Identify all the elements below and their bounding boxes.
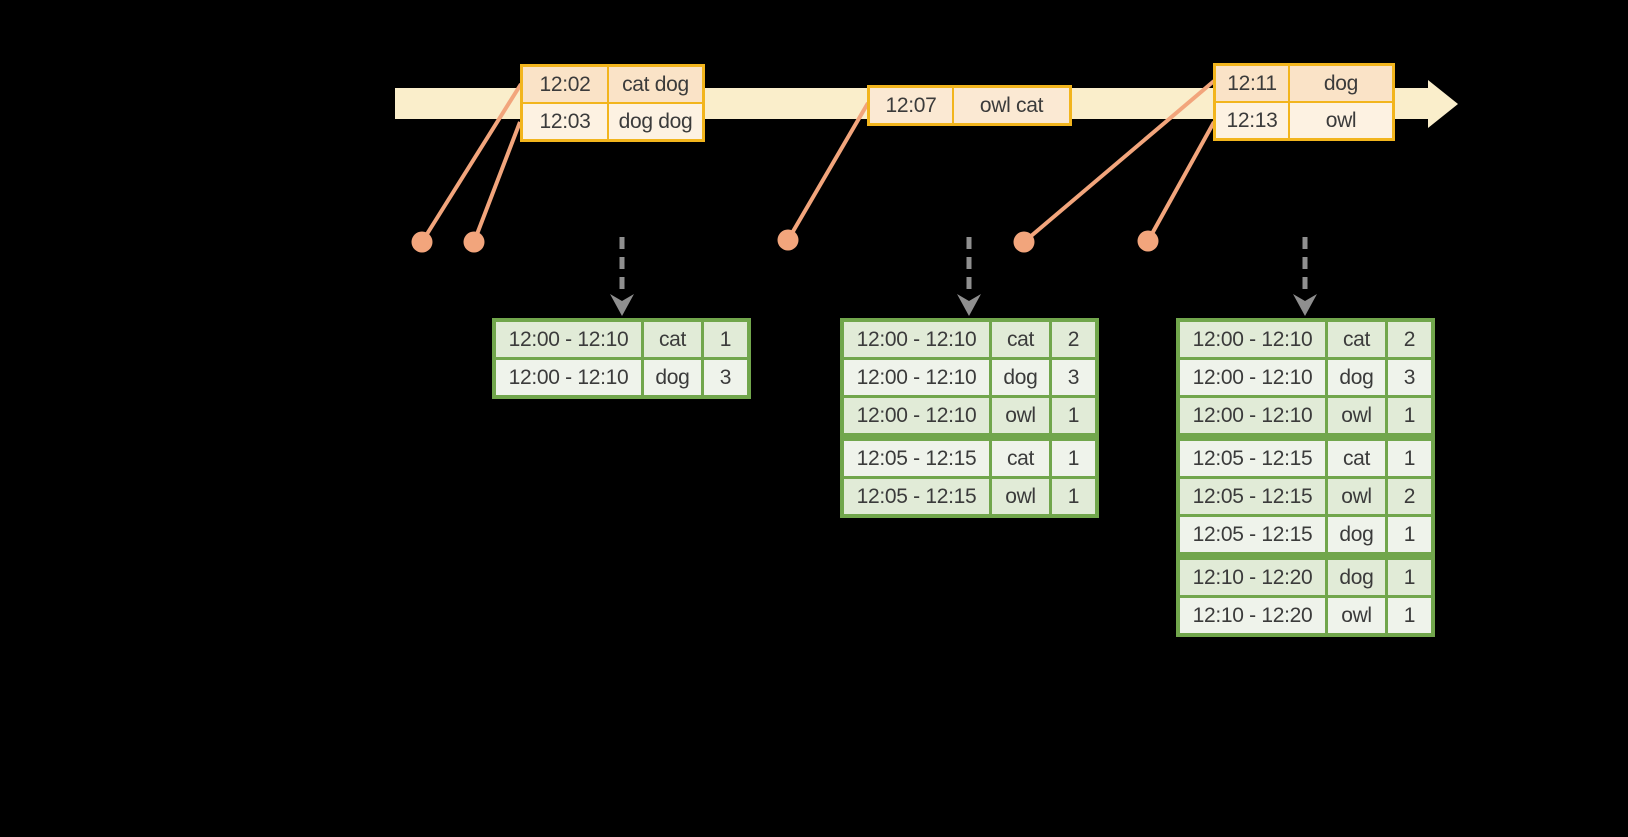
result-word-cell: cat (992, 441, 1049, 476)
event-dot (463, 231, 485, 253)
result-count-cell: 2 (1388, 322, 1431, 357)
result-word-cell: cat (644, 322, 701, 357)
timeline-arrowhead-icon (1428, 80, 1458, 128)
result-count-cell: 2 (1388, 479, 1431, 514)
event-words-cell: cat dog (609, 67, 702, 102)
result-word-cell: dog (1328, 360, 1385, 395)
event-dot (411, 231, 433, 253)
result-word-cell: dog (644, 360, 701, 395)
event-dot (1137, 230, 1159, 252)
connector-line (472, 121, 522, 243)
result-window-cell: 12:00 - 12:10 (1180, 360, 1325, 395)
result-window-cell: 12:00 - 12:10 (1180, 322, 1325, 357)
result-window-cell: 12:05 - 12:15 (844, 479, 989, 514)
trigger-arrowhead-icon (610, 294, 634, 316)
event-words-cell: owl cat (954, 88, 1069, 123)
connector-lines (420, 79, 1216, 244)
result-window-cell: 12:05 - 12:15 (1180, 441, 1325, 476)
result-window-cell: 12:00 - 12:10 (1180, 398, 1325, 433)
event-time-cell: 12:11 (1216, 66, 1288, 101)
result-window-cell: 12:00 - 12:10 (844, 322, 989, 357)
result-count-cell: 1 (1388, 560, 1431, 595)
result-count-cell: 2 (1052, 322, 1095, 357)
connector-line (1022, 79, 1216, 244)
result-window-cell: 12:00 - 12:10 (496, 322, 641, 357)
result-word-cell: dog (1328, 560, 1385, 595)
result-word-cell: owl (992, 398, 1049, 433)
event-dot (1013, 231, 1035, 253)
trigger-arrow-stems (619, 237, 1308, 296)
result-count-cell: 1 (1388, 441, 1431, 476)
result-count-cell: 1 (1052, 398, 1095, 433)
result-count-cell: 3 (1052, 360, 1095, 395)
result-word-cell: dog (1328, 517, 1385, 552)
result-count-cell: 3 (1388, 360, 1431, 395)
trigger-arrowhead-icon (1293, 294, 1317, 316)
result-count-cell: 3 (704, 360, 747, 395)
connector-line (1146, 121, 1216, 242)
result-word-cell: cat (992, 322, 1049, 357)
result-word-cell: owl (1328, 479, 1385, 514)
event-time-cell: 12:02 (523, 67, 607, 102)
result-window-cell: 12:00 - 12:10 (844, 360, 989, 395)
result-word-cell: owl (1328, 398, 1385, 433)
result-window-cell: 12:10 - 12:20 (1180, 560, 1325, 595)
result-word-cell: cat (1328, 322, 1385, 357)
event-dot (777, 229, 799, 251)
connector-line (786, 101, 870, 242)
result-window-cell: 12:05 - 12:15 (844, 441, 989, 476)
result-count-cell: 1 (1052, 479, 1095, 514)
result-window-cell: 12:05 - 12:15 (1180, 517, 1325, 552)
result-count-cell: 1 (1388, 398, 1431, 433)
result-word-cell: owl (992, 479, 1049, 514)
connector-line (420, 82, 523, 244)
result-window-cell: 12:05 - 12:15 (1180, 479, 1325, 514)
event-time-cell: 12:03 (523, 104, 607, 139)
event-time-cell: 12:13 (1216, 103, 1288, 138)
event-time-cell: 12:07 (870, 88, 952, 123)
result-count-cell: 1 (1388, 598, 1431, 633)
result-word-cell: dog (992, 360, 1049, 395)
result-window-cell: 12:00 - 12:10 (844, 398, 989, 433)
result-word-cell: owl (1328, 598, 1385, 633)
result-count-cell: 1 (1052, 441, 1095, 476)
result-window-cell: 12:10 - 12:20 (1180, 598, 1325, 633)
event-words-cell: dog (1290, 66, 1392, 101)
result-word-cell: cat (1328, 441, 1385, 476)
trigger-arrowhead-icon (957, 294, 981, 316)
event-words-cell: owl (1290, 103, 1392, 138)
event-words-cell: dog dog (609, 104, 702, 139)
result-count-cell: 1 (704, 322, 747, 357)
result-window-cell: 12:00 - 12:10 (496, 360, 641, 395)
result-count-cell: 1 (1388, 517, 1431, 552)
